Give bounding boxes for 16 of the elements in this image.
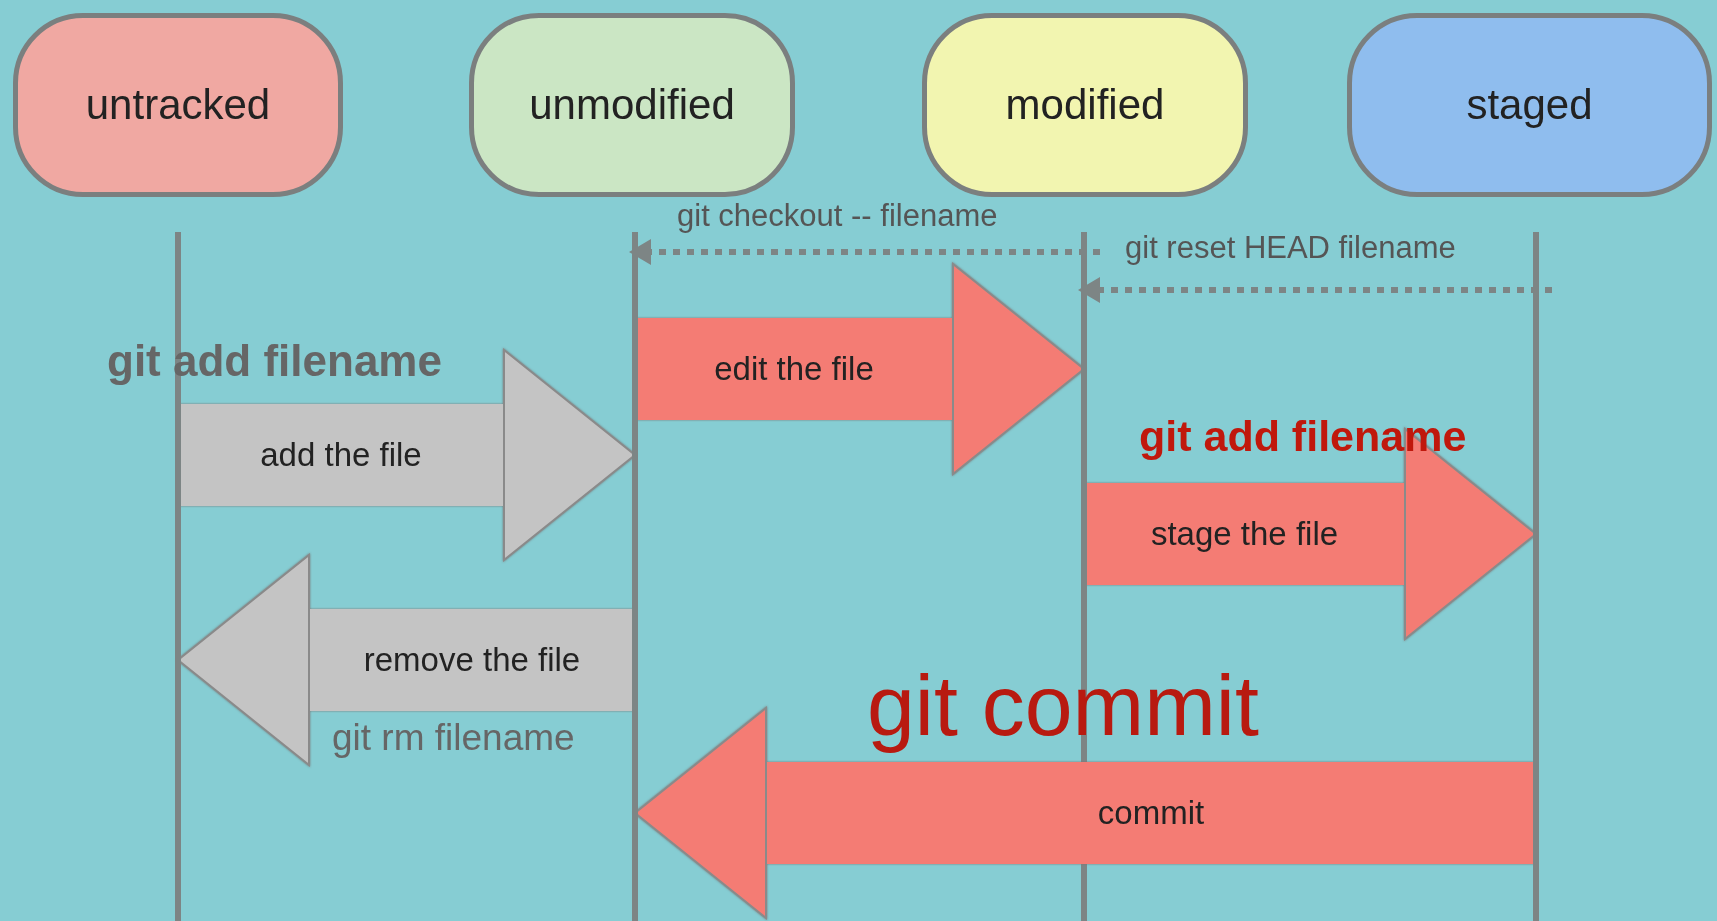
edge-label: add the file xyxy=(259,436,423,474)
command-text: git rm filename xyxy=(332,718,575,759)
edge-label: commit xyxy=(1096,794,1206,832)
state-pill: staged xyxy=(1347,13,1712,197)
edge-label: git reset HEAD filename xyxy=(1125,230,1456,266)
dotted-arrow xyxy=(629,239,1100,265)
command-text: git add filename xyxy=(1139,413,1467,461)
state-pill: modified xyxy=(922,13,1248,197)
edge-label: edit the file xyxy=(713,350,875,388)
state-pill: unmodified xyxy=(469,13,795,197)
edge-label: stage the file xyxy=(1149,515,1340,553)
command-text: git commit xyxy=(867,658,1259,753)
dotted-arrow xyxy=(1078,277,1552,303)
edge-label: remove the file xyxy=(362,641,582,679)
edge-label: git checkout -- filename xyxy=(677,198,998,234)
state-pill: untracked xyxy=(13,13,343,197)
